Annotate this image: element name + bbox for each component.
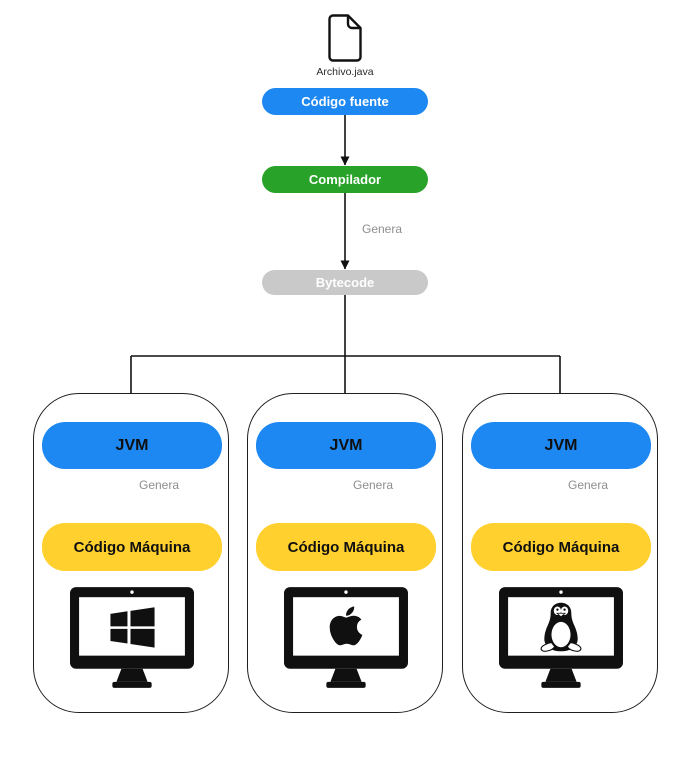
platform-card-windows: JVM Genera Código Máquina bbox=[33, 393, 229, 713]
machine-code-node-apple: Código Máquina bbox=[256, 523, 436, 571]
monitor-linux-icon bbox=[498, 586, 624, 688]
edge-label-genera-apple: Genera bbox=[353, 478, 394, 492]
webcam-dot bbox=[130, 590, 134, 594]
file-name-label: Archivo.java bbox=[316, 66, 374, 78]
java-file-icon bbox=[328, 14, 362, 62]
jvm-node-apple: JVM bbox=[256, 422, 436, 469]
linux-tux-icon bbox=[540, 602, 582, 652]
monitor-apple-icon bbox=[283, 586, 409, 688]
jvm-node-windows: JVM bbox=[42, 422, 222, 469]
jvm-node-linux: JVM bbox=[471, 422, 651, 469]
node-bytecode: Bytecode bbox=[262, 270, 428, 295]
node-compilador: Compilador bbox=[262, 166, 428, 193]
edge-label-genera-main: Genera bbox=[362, 222, 403, 236]
platform-card-apple: JVM Genera Código Máquina bbox=[247, 393, 443, 713]
machine-code-node-linux: Código Máquina bbox=[471, 523, 651, 571]
edge-label-genera-linux: Genera bbox=[568, 478, 609, 492]
webcam-dot bbox=[344, 590, 348, 594]
monitor-windows-icon bbox=[69, 586, 195, 688]
machine-code-node-windows: Código Máquina bbox=[42, 523, 222, 571]
platform-card-linux: JVM Genera Código Máquina bbox=[462, 393, 658, 713]
windows-logo-icon bbox=[110, 607, 155, 648]
webcam-dot bbox=[559, 590, 563, 594]
node-codigo-fuente: Código fuente bbox=[262, 88, 428, 115]
apple-logo-icon bbox=[329, 606, 363, 646]
edge-label-genera-windows: Genera bbox=[139, 478, 180, 492]
